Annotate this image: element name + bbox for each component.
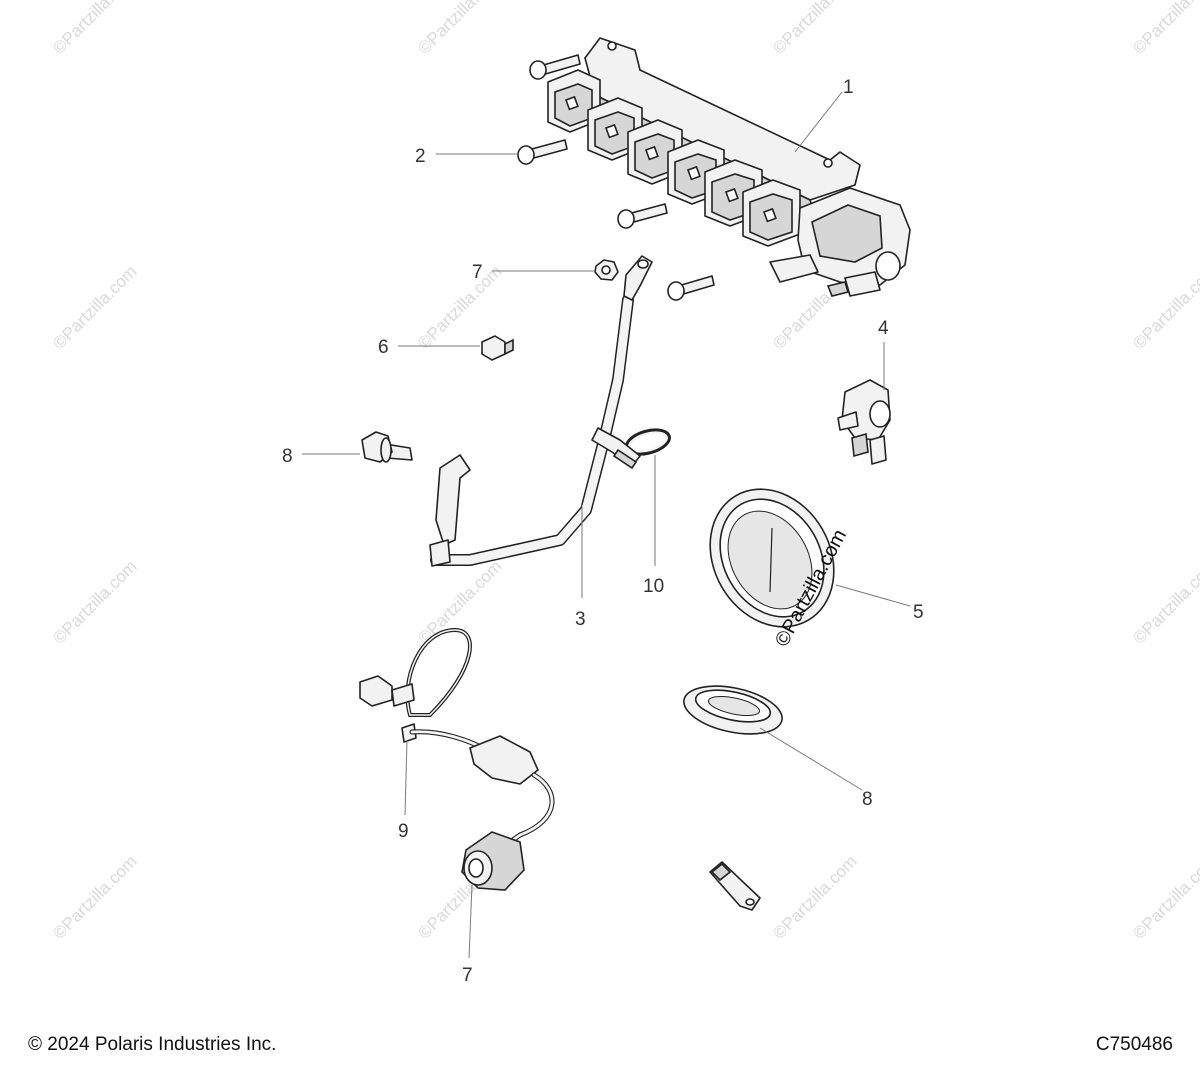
- leader-line-8b: [759, 727, 863, 791]
- watermark: ©Partzilla.com: [1129, 852, 1200, 943]
- large-grommet[interactable]: [686, 467, 858, 650]
- watermark: ©Partzilla.com: [49, 0, 140, 58]
- watermark: ©Partzilla.com: [769, 852, 860, 943]
- fuse[interactable]: [481, 335, 514, 361]
- callout-8-upper[interactable]: 8: [282, 446, 293, 467]
- leader-line-7b: [468, 884, 473, 959]
- small-grommet[interactable]: [680, 678, 787, 742]
- watermark: ©Partzilla.com: [49, 262, 140, 353]
- leader-line-9: [404, 739, 408, 816]
- callout-6[interactable]: 6: [378, 337, 389, 358]
- callout-4[interactable]: 4: [878, 318, 889, 339]
- callout-3[interactable]: 3: [575, 609, 586, 630]
- sensor-connector[interactable]: [837, 379, 891, 465]
- leader-line-5: [835, 584, 911, 607]
- callout-9[interactable]: 9: [398, 821, 409, 842]
- callout-1[interactable]: 1: [843, 77, 854, 98]
- watermark: ©Partzilla.com: [769, 0, 860, 58]
- watermark: ©Partzilla.com: [49, 852, 140, 943]
- callout-2[interactable]: 2: [415, 146, 426, 167]
- relay-connector: [742, 179, 801, 247]
- bolt: [617, 203, 668, 229]
- callout-8-lower[interactable]: 8: [862, 789, 873, 810]
- leader-lines: [302, 91, 911, 959]
- leader-line-1: [794, 91, 843, 153]
- relay-connector: [547, 69, 601, 133]
- cable-clamp[interactable]: [591, 426, 672, 470]
- copyright-text: © 2024 Polaris Industries Inc.: [28, 1034, 276, 1055]
- bolt-set[interactable]: [517, 54, 715, 301]
- watermark: ©Partzilla.com: [414, 557, 505, 648]
- callout-7-lower[interactable]: 7: [462, 965, 473, 986]
- watermark: ©Partzilla.com: [414, 0, 505, 58]
- ring-terminal[interactable]: [709, 861, 761, 911]
- bolt: [667, 275, 715, 301]
- pressure-sensor[interactable]: [409, 729, 555, 891]
- diagram-id: C750486: [1096, 1034, 1173, 1055]
- callout-5[interactable]: 5: [913, 602, 924, 623]
- flange-bolt[interactable]: [361, 431, 413, 463]
- callout-10[interactable]: 10: [643, 576, 664, 597]
- watermark: ©Partzilla.com: [1129, 557, 1200, 648]
- callout-7-upper[interactable]: 7: [472, 262, 483, 283]
- watermark: ©Partzilla.com: [1129, 0, 1200, 58]
- bolt: [529, 54, 581, 80]
- watermark: ©Partzilla.com: [49, 557, 140, 648]
- cable-tie[interactable]: [359, 627, 472, 743]
- battery-cable[interactable]: [429, 255, 653, 567]
- fuse-box-assembly[interactable]: [547, 37, 911, 297]
- callout-labels: 1 2 7 6 4 8 3 10 5 8 9 7: [282, 77, 924, 986]
- bolt: [517, 139, 568, 165]
- hex-nut[interactable]: [594, 259, 619, 281]
- watermark: ©Partzilla.com: [1129, 262, 1200, 353]
